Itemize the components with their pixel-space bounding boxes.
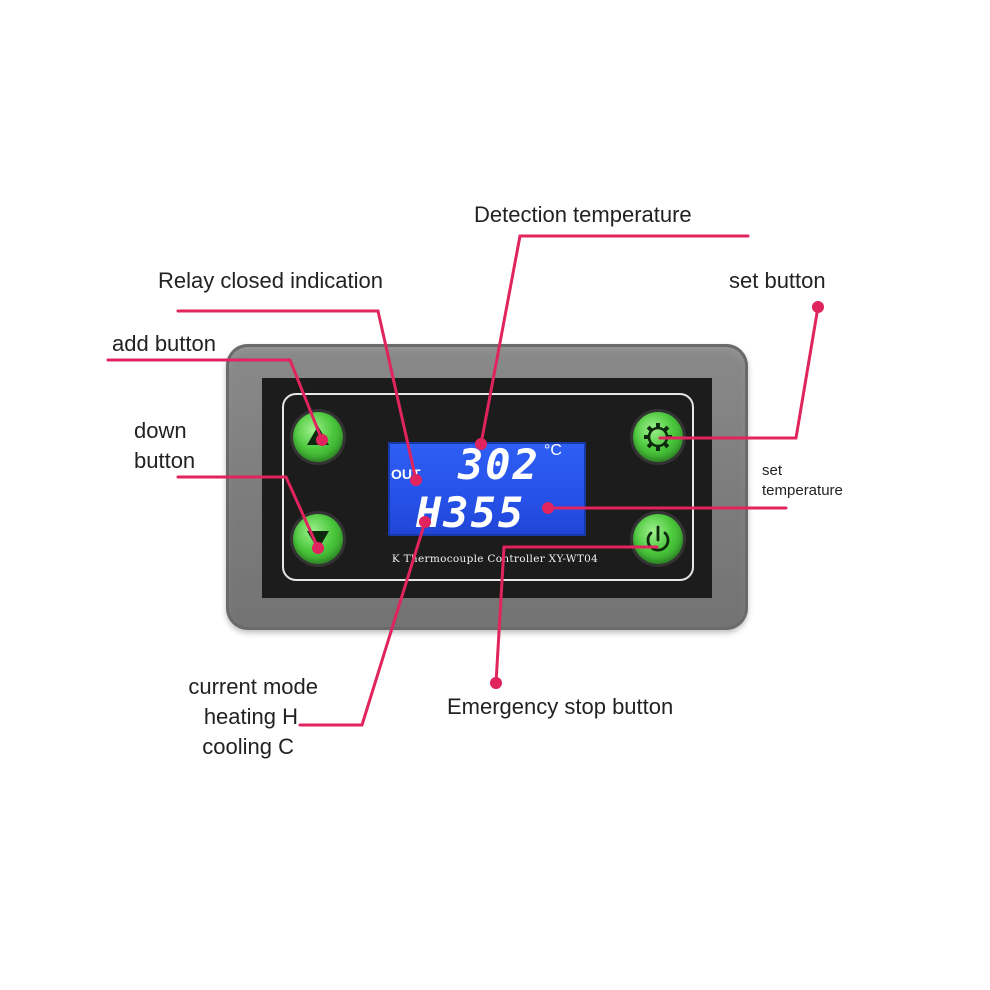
- model-label: K Thermocouple Controller XY-WT04: [391, 553, 599, 565]
- dot-emergency: [490, 677, 502, 689]
- label-emergency-stop: Emergency stop button: [447, 694, 674, 719]
- relay-out-indicator: OUT: [391, 466, 421, 482]
- label-detection-temperature: Detection temperature: [474, 202, 692, 227]
- dot-set-button: [812, 301, 824, 313]
- label-set-temperature-line2: temperature: [762, 482, 843, 499]
- set-button[interactable]: [633, 412, 683, 462]
- add-button[interactable]: [293, 412, 343, 462]
- detection-temperature-readout: 302: [458, 440, 540, 489]
- label-down-line2: button: [134, 448, 196, 473]
- gear-icon: [644, 423, 672, 451]
- triangle-up-icon: [307, 426, 329, 445]
- label-relay-closed: Relay closed indication: [158, 268, 384, 293]
- label-current-mode-line2: heating H: [203, 704, 298, 729]
- label-add-button: add button: [112, 331, 216, 356]
- power-icon: [646, 525, 670, 552]
- mode-setpoint-readout: H355: [416, 488, 526, 537]
- label-current-mode-line3: cooling C: [202, 734, 294, 759]
- label-set-temperature-line1: set: [762, 462, 783, 479]
- label-current-mode-line1: current mode: [188, 674, 318, 699]
- temperature-unit: °C: [544, 442, 562, 459]
- label-down-line1: down: [134, 418, 187, 443]
- label-set-button: set button: [729, 268, 826, 293]
- down-button[interactable]: [293, 514, 343, 564]
- triangle-down-icon: [307, 531, 329, 550]
- emergency-stop-button[interactable]: [633, 514, 683, 564]
